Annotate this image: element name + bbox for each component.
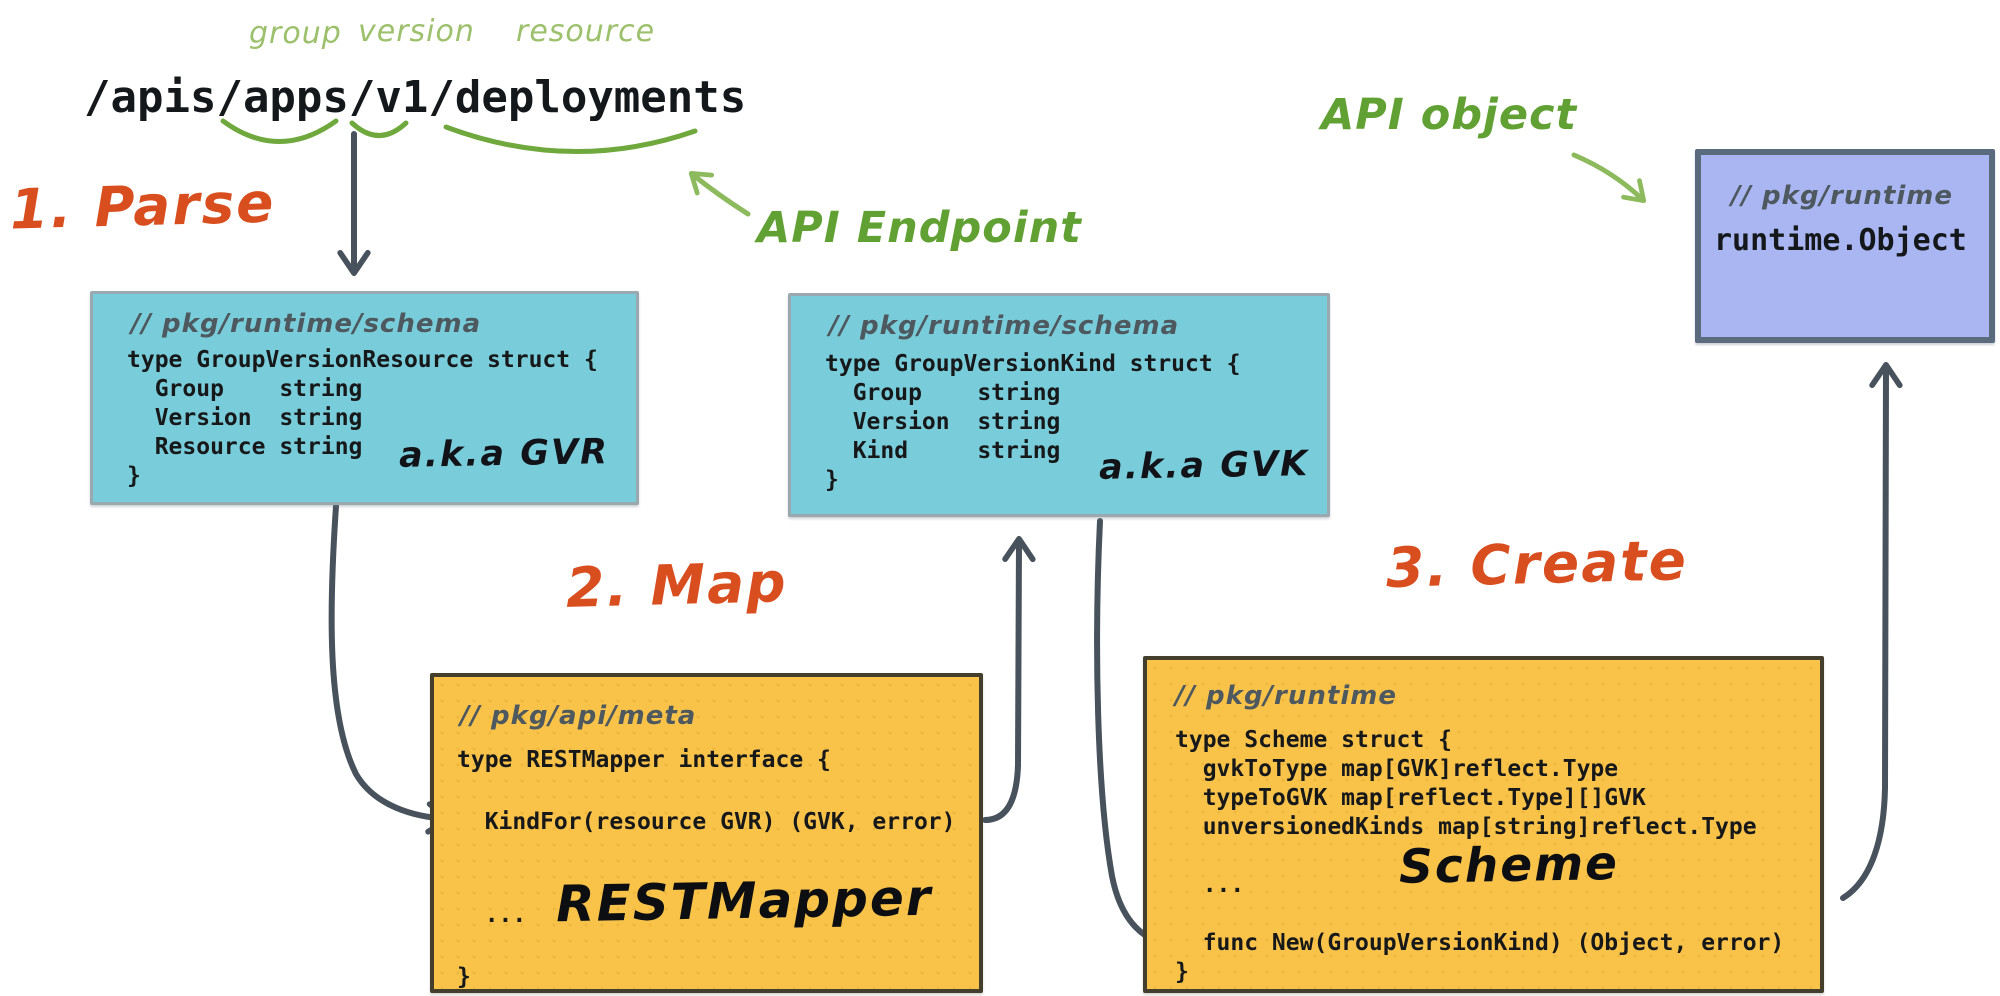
runtime-object-package-comment: // pkg/runtime [1731, 181, 1953, 211]
resource-segment-label: resource [516, 14, 656, 49]
gvr-box: // pkg/runtime/schema type GroupVersionR… [90, 291, 639, 505]
restmapper-name-label: RESTMapper [555, 868, 933, 934]
step-1-parse-label: 1. Parse [9, 170, 277, 242]
api-object-label: API object [1321, 90, 1578, 140]
gvk-to-scheme-arrow [1094, 518, 1181, 961]
restmapper-package-comment: // pkg/api/meta [460, 701, 697, 731]
runtime-object-code: runtime.Object [1714, 223, 1967, 258]
scheme-package-comment: // pkg/runtime [1175, 681, 1397, 711]
gvr-to-restmapper-arrow [328, 503, 453, 835]
restmapper-box: // pkg/api/meta type RESTMapper interfac… [430, 673, 983, 993]
group-underline [220, 118, 339, 144]
gvk-box: // pkg/runtime/schema type GroupVersionK… [788, 293, 1330, 517]
restmapper-to-gvk-arrow [982, 535, 1036, 823]
api-object-arrow [1571, 152, 1647, 204]
api-endpoint-path: /apis/apps/v1/deployments [84, 72, 747, 123]
group-segment-label: group [249, 16, 342, 51]
step-2-map-label: 2. Map [565, 550, 789, 620]
scheme-to-runtime-object-arrow [1840, 361, 1903, 901]
resource-underline [443, 124, 698, 155]
api-endpoint-label: API Endpoint [757, 203, 1082, 253]
step-3-create-label: 3. Create [1385, 528, 1689, 600]
gvk-code: type GroupVersionKind struct { Group str… [825, 351, 1241, 493]
gvr-aka-label: a.k.a GVR [398, 432, 610, 476]
gvk-aka-label: a.k.a GVK [1098, 444, 1310, 488]
scheme-code: type Scheme struct { gvkToType map[GVK]r… [1175, 727, 1785, 985]
restmapper-code: type RESTMapper interface { KindFor(reso… [457, 747, 956, 990]
api-endpoint-arrow [688, 170, 751, 217]
version-segment-label: version [358, 14, 475, 49]
scheme-name-label: Scheme [1398, 836, 1620, 895]
gvr-code: type GroupVersionResource struct { Group… [127, 347, 598, 489]
runtime-object-box: // pkg/runtime runtime.Object [1695, 149, 1995, 343]
gvr-package-comment: // pkg/runtime/schema [131, 309, 482, 339]
scheme-box: // pkg/runtime type Scheme struct { gvkT… [1143, 656, 1824, 993]
version-underline [349, 120, 409, 138]
gvk-package-comment: // pkg/runtime/schema [829, 311, 1180, 341]
